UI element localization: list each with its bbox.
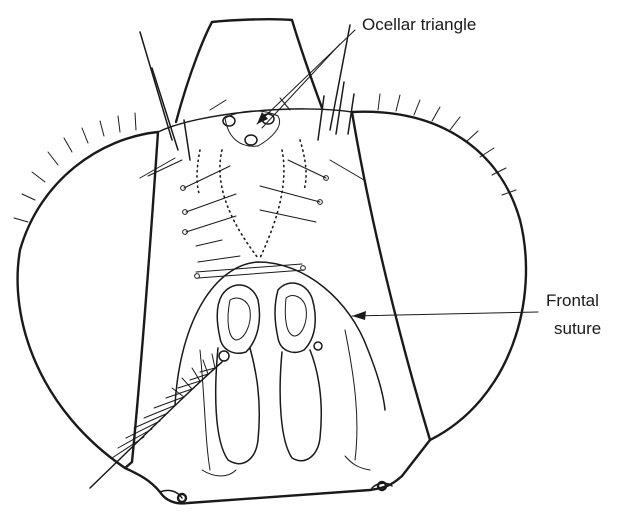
frontal-vitta-right [260,150,284,258]
frontal-suture-arrowhead [352,311,366,320]
ocellar-triangle-label: Ocellar triangle [362,15,476,34]
frontal-bristles [140,158,364,278]
frontal-vitta-left-outer [197,150,200,196]
frontal-suture-leader [352,312,538,316]
right-eye-bristles [378,94,516,195]
right-compound-eye [352,112,526,440]
frontal-suture-label-line1: Frontal [546,291,599,310]
face-inner-right [345,330,357,460]
vertical-bristles [140,25,354,160]
lower-head-outline [125,440,430,503]
vertex-lobe [176,19,322,122]
right-antenna-base [275,283,315,352]
right-antenna-inner [285,296,306,336]
left-antenna-flagellum [216,348,260,464]
arista [90,351,229,488]
frontal-vitta-right-outer [300,140,306,190]
right-antenna-dot [314,342,322,350]
frontal-suture-label-line2: suture [554,319,601,338]
left-compound-eye [18,132,158,468]
frontal-vitta-left [220,150,258,258]
left-antenna-inner [228,298,250,340]
face-inner-left [200,350,210,470]
ocellar-triangle [210,98,290,146]
left-antenna-base [217,285,259,353]
ocellar-leader-2 [262,44,340,128]
frons-outline [158,109,352,132]
right-antenna-flagellum [280,350,321,461]
